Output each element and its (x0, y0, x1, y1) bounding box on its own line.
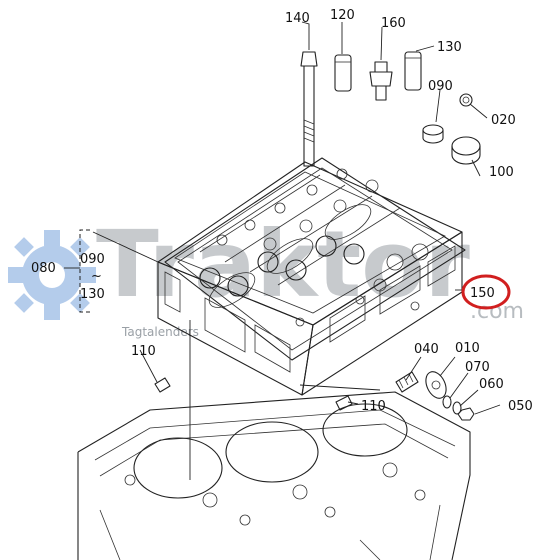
label-020: 020 (491, 113, 516, 128)
stud-110-left (154, 377, 171, 393)
label-090-top: 090 (428, 79, 453, 94)
label-110-left: 110 (131, 344, 156, 359)
label-140: 140 (285, 11, 310, 26)
highlight-circle-150 (461, 274, 511, 310)
sleeve-120 (334, 54, 352, 92)
plug-020 (459, 93, 473, 107)
washer-060 (452, 401, 462, 415)
seal-090 (422, 124, 444, 144)
label-040: 040 (414, 342, 439, 357)
label-050: 050 (508, 399, 533, 414)
nozzle-holder-160 (369, 61, 393, 101)
cylinder-head (157, 161, 463, 396)
label-070: 070 (465, 360, 490, 375)
label-090-group: 090 (80, 252, 105, 267)
label-100: 100 (489, 165, 514, 180)
head-bolt-140 (300, 51, 318, 167)
cap-100 (451, 136, 481, 165)
washer-070 (442, 395, 452, 409)
stud-040 (395, 371, 419, 393)
watermark-domain: .com (470, 299, 524, 324)
label-150: 150 (470, 286, 495, 301)
label-tilde: ~ (91, 269, 102, 284)
gear-icon (8, 230, 96, 320)
nut-050 (457, 407, 475, 421)
watermark-tagline: Tagtalenders (121, 325, 199, 339)
label-160: 160 (381, 16, 406, 31)
flange-010 (425, 371, 447, 399)
label-010: 010 (455, 341, 480, 356)
label-110-mid: 110 (361, 399, 386, 414)
engine-block (77, 391, 471, 560)
leader-lines (92, 21, 501, 480)
stud-110-mid (335, 395, 353, 411)
label-060: 060 (479, 377, 504, 392)
sleeve-130 (404, 51, 422, 91)
part-labels: 140 120 160 130 090 020 100 080 090 ~ 13… (31, 8, 533, 414)
label-130-group: 130 (80, 287, 105, 302)
group-bracket-080 (79, 229, 90, 313)
label-120: 120 (330, 8, 355, 23)
label-130-top: 130 (437, 40, 462, 55)
label-080: 080 (31, 261, 56, 276)
